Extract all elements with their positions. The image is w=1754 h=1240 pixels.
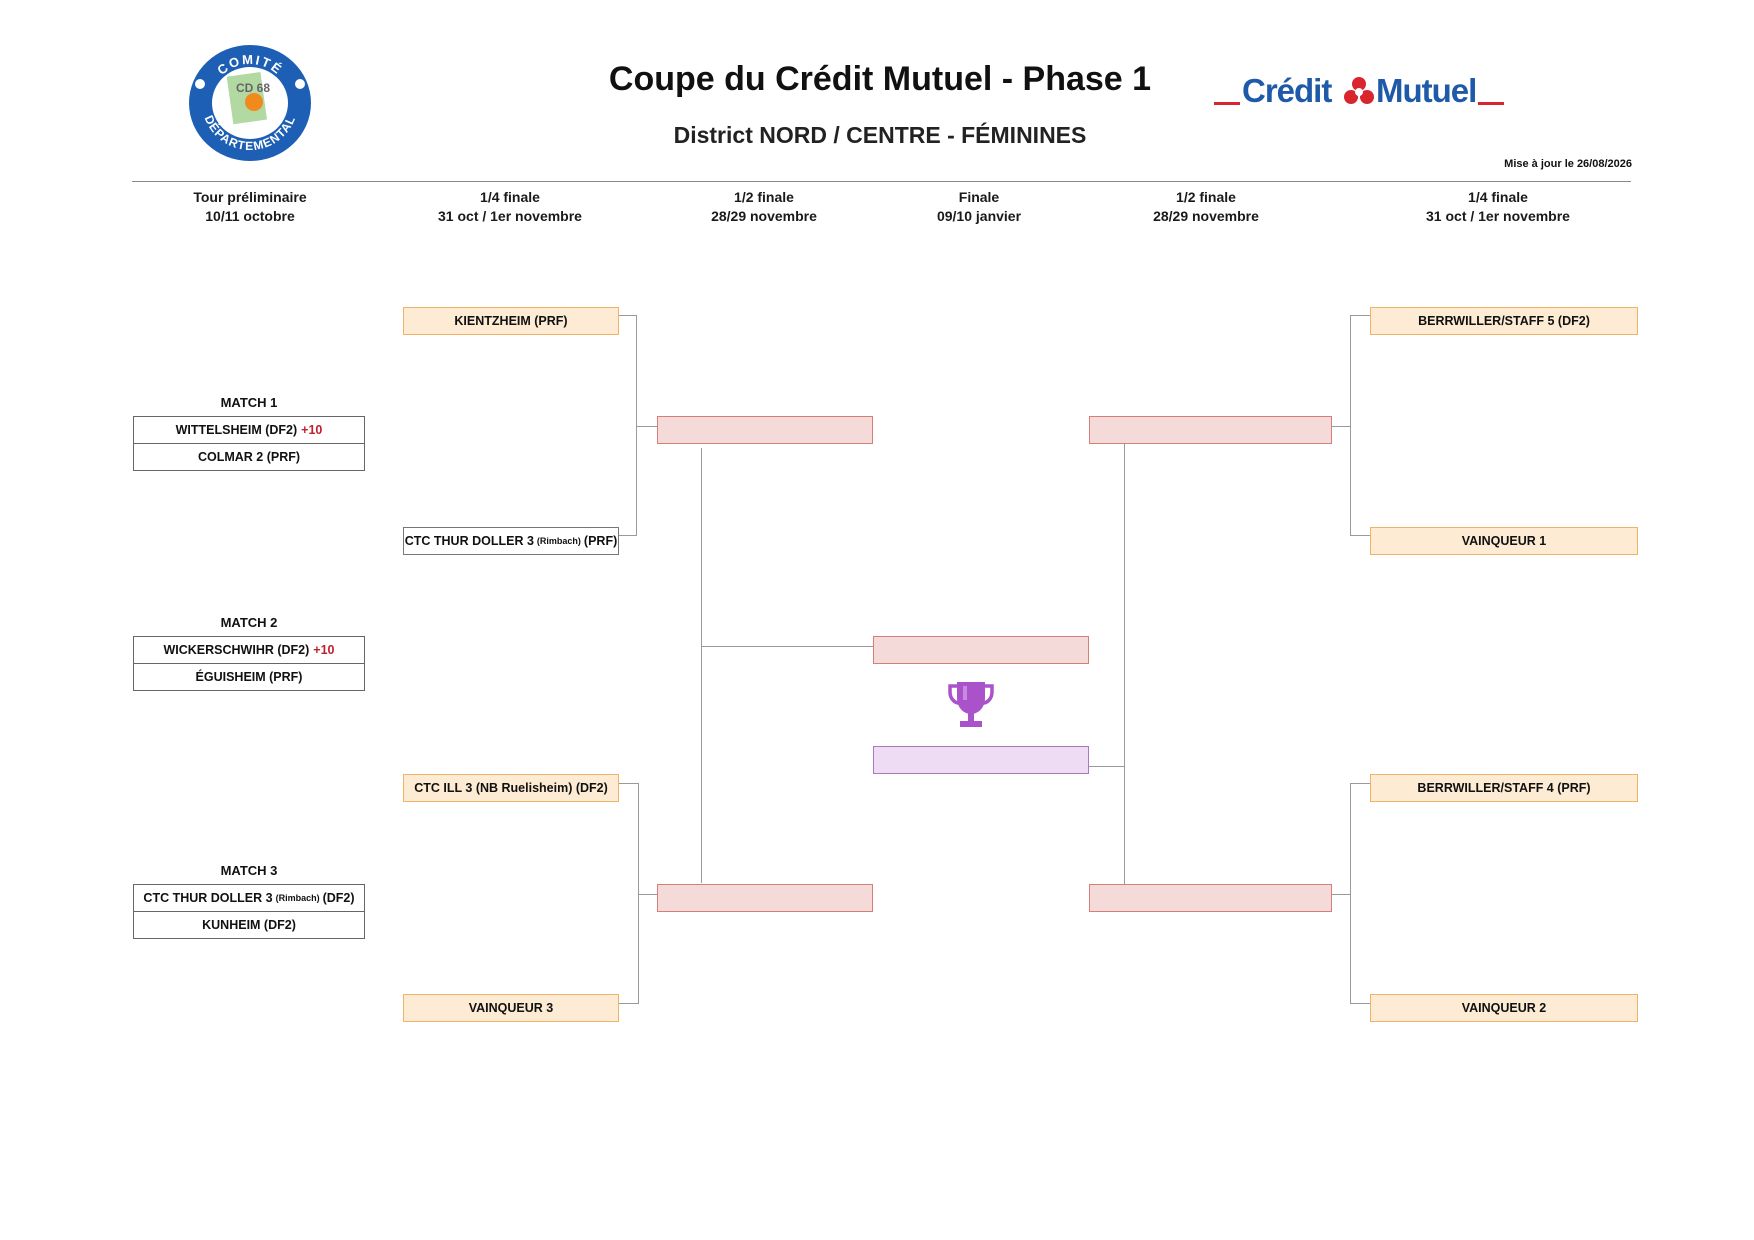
bonus-points: +10 — [313, 643, 335, 657]
bracket-line — [1350, 1003, 1370, 1004]
update-label: Mise à jour le — [1504, 158, 1574, 170]
credit-mutuel-left-text: Crédit — [1242, 72, 1332, 109]
preliminary-team: WITTELSHEIM (DF2) +10 — [133, 416, 365, 444]
bracket-line — [701, 646, 873, 647]
round-date: 28/29 novembre — [711, 208, 817, 224]
round-date: 31 oct / 1er novembre — [438, 208, 582, 224]
round-header-right-semi: 1/2 finale 28/29 novembre — [1106, 188, 1306, 226]
bracket-line — [1350, 783, 1351, 1003]
final-slot-empty — [873, 636, 1089, 664]
round-name: 1/4 finale — [480, 189, 540, 205]
page-title: Coupe du Crédit Mutuel - Phase 1 — [608, 60, 1152, 98]
match-label: MATCH 2 — [220, 615, 278, 630]
bracket-line — [638, 894, 657, 895]
team-name: WITTELSHEIM (DF2) — [175, 423, 298, 437]
quarter-slot: CTC THUR DOLLER 3 (Rimbach) (PRF) — [403, 527, 619, 555]
round-header-final: Finale 09/10 janvier — [879, 188, 1079, 226]
preliminary-team: KUNHEIM (DF2) — [133, 912, 365, 939]
bonus-points: +10 — [301, 423, 323, 437]
update-date: 26/08/2026 — [1576, 158, 1632, 170]
header-divider — [132, 181, 1631, 182]
credit-mutuel-logo: Crédit Mutuel — [1214, 72, 1504, 112]
team-note: (Rimbach) — [536, 536, 581, 546]
quarter-slot: BERRWILLER/STAFF 5 (DF2) — [1370, 307, 1638, 335]
preliminary-team: COLMAR 2 (PRF) — [133, 444, 365, 471]
preliminary-team: ÉGUISHEIM (PRF) — [133, 664, 365, 691]
bracket-line — [636, 315, 637, 535]
match-label: MATCH 1 — [220, 395, 278, 410]
round-header-right-quarter: 1/4 finale 31 oct / 1er novembre — [1398, 188, 1598, 226]
winner-slot-empty — [873, 746, 1089, 774]
team-name: CTC THUR DOLLER 3 — [404, 534, 534, 548]
bracket-line — [619, 1003, 639, 1004]
semi-slot-empty — [1089, 416, 1332, 444]
team-note: (Rimbach) — [275, 893, 320, 903]
credit-mutuel-right-text: Mutuel — [1376, 72, 1477, 109]
round-header-left-quarter: 1/4 finale 31 oct / 1er novembre — [410, 188, 610, 226]
round-name: Finale — [958, 189, 1000, 205]
team-name: ÉGUISHEIM (PRF) — [195, 670, 303, 684]
team-division: (DF2) — [322, 891, 355, 905]
quarter-slot: KIENTZHEIM (PRF) — [403, 307, 619, 335]
bracket-line — [619, 783, 639, 784]
team-name: KUNHEIM (DF2) — [202, 918, 296, 932]
round-header-left-semi: 1/2 finale 28/29 novembre — [664, 188, 864, 226]
trophy-icon — [947, 680, 995, 730]
team-name: COLMAR 2 (PRF) — [197, 450, 301, 464]
bracket-line — [1332, 894, 1350, 895]
bracket-line — [619, 315, 637, 316]
update-info: Mise à jour le 26/08/2026 — [1380, 158, 1632, 170]
bracket-line — [1332, 426, 1350, 427]
round-name: Tour préliminaire — [193, 189, 307, 205]
semi-slot-empty — [657, 416, 873, 444]
semi-slot-empty — [1089, 884, 1332, 912]
preliminary-team: WICKERSCHWIHR (DF2) +10 — [133, 636, 365, 664]
team-name: CTC THUR DOLLER 3 — [143, 891, 273, 905]
bracket-line — [619, 535, 637, 536]
bracket-line — [1350, 315, 1351, 535]
round-header-preliminary: Tour préliminaire 10/11 octobre — [150, 188, 350, 226]
team-name: WICKERSCHWIHR (DF2) — [163, 643, 310, 657]
bracket-line — [1089, 766, 1124, 767]
bracket-line — [701, 448, 702, 883]
bracket-line — [1350, 315, 1370, 316]
credit-mutuel-emblem-icon — [1344, 77, 1374, 104]
round-date: 28/29 novembre — [1153, 208, 1259, 224]
quarter-slot: BERRWILLER/STAFF 4 (PRF) — [1370, 774, 1638, 802]
team-division: (PRF) — [583, 534, 618, 548]
preliminary-team: CTC THUR DOLLER 3 (Rimbach) (DF2) — [133, 884, 365, 912]
match-label: MATCH 3 — [220, 863, 278, 878]
round-name: 1/2 finale — [734, 189, 794, 205]
quarter-slot: VAINQUEUR 1 — [1370, 527, 1638, 555]
round-name: 1/2 finale — [1176, 189, 1236, 205]
round-date: 10/11 octobre — [205, 208, 295, 224]
round-date: 31 oct / 1er novembre — [1426, 208, 1570, 224]
round-name: 1/4 finale — [1468, 189, 1528, 205]
comite-center-text: CD 68 — [236, 81, 270, 95]
page-subtitle: District NORD / CENTRE - FÉMININES — [673, 122, 1087, 148]
bracket-line — [638, 783, 639, 1003]
quarter-slot: VAINQUEUR 2 — [1370, 994, 1638, 1022]
semi-slot-empty — [657, 884, 873, 912]
quarter-slot: CTC ILL 3 (NB Ruelisheim) (DF2) — [403, 774, 619, 802]
bracket-line — [1350, 535, 1370, 536]
bracket-line — [636, 426, 657, 427]
bracket-line — [1350, 783, 1370, 784]
bracket-line — [1124, 444, 1125, 884]
round-date: 09/10 janvier — [936, 208, 1022, 224]
comite-logo: CD 68 COMITÉ DÉPARTEMENTAL — [188, 44, 312, 162]
quarter-slot: VAINQUEUR 3 — [403, 994, 619, 1022]
